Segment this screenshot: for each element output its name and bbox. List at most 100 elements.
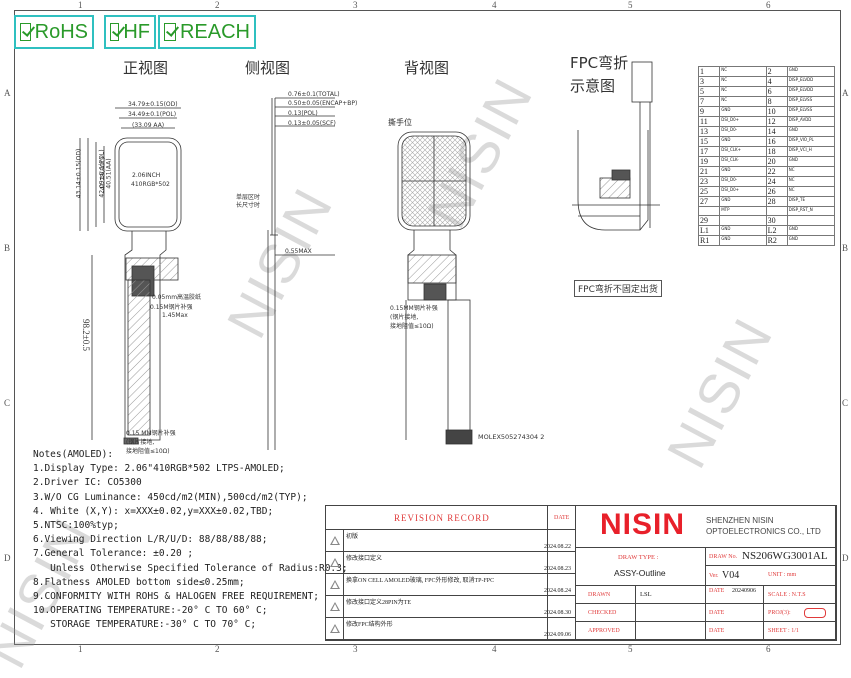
front-dim: 34.49±0.1(POL) [128,111,177,118]
pin-number: 18 [765,146,788,157]
fpc-note: FPC弯折不固定出货 [574,280,662,297]
notes-list: 1.Display Type: 2.06"410RGB*502 LTPS-AMO… [33,463,348,630]
draw-type-label: DRAW TYPE : [618,554,659,561]
revision-title: REVISION RECORD [394,513,490,523]
technical-drawing [79,61,660,450]
sheet-label: SHEET : 1/1 [768,628,799,634]
pin-signal: DISP_RST_N [786,206,836,216]
pin-signal: DSI_CLK+ [719,146,767,157]
pin-row: MTP DISP_RST_N [697,206,836,216]
drawing-frame [14,10,841,645]
zone-2: 2 [215,0,220,10]
pin-signal: DSI_D0- [719,176,767,187]
pin-signal: DSI_D0+ [719,116,767,127]
pin-signal: DISP_VIO_PL [786,136,836,147]
front-dim: 40.51(AA) [105,158,113,189]
pin-signal: DSI_D0+ [719,186,767,197]
company-name-line1: SHENZHEN NISIN [706,516,774,525]
revision-date-cell: 2024.09.06 [544,618,576,640]
pin-signal: GND [786,126,836,137]
revision-date: 2024.09.06 [544,632,571,638]
proj-cell: PROJ(3): [764,604,836,622]
pin-signal: GND [786,156,836,167]
back-dim: 接地阻值≤10Ω) [390,323,434,330]
pin-number: 30 [765,214,788,226]
date-cell-3: DATE [706,622,764,640]
pin-number: 25 [697,186,721,197]
checked-cell: CHECKED [576,604,636,622]
zone-6: 6 [766,0,771,10]
pin-signal: DISP_VCI_H [786,146,836,157]
pin-number: 22 [765,166,788,177]
zone-B-right: B [842,243,849,253]
pin-number: 6 [765,86,788,97]
note-line: 4. White (X,Y): x=XXX±0.02,y=XXX±0.02,TB… [33,505,274,517]
triangle-icon [330,580,340,589]
pin-signal: GND [719,234,767,246]
pin-signal: NC [719,76,767,87]
check-icon [164,23,176,41]
scale-cell: SCALE : N.T.S [764,586,836,604]
pin-signal: DISP_TE [786,196,836,207]
pin-signal: NC [719,66,767,77]
revision-date-cell: 2024.08.23 [544,552,576,574]
front-dim: 0.15 MM钢片补强 [126,430,176,437]
pin-signal: DISP_ELVSS [786,96,836,107]
note-line: 7.General Tolerance: ±0.20 ; [33,548,194,560]
draw-type-cell: DRAW TYPE : ASSY-Outline [576,548,706,586]
revision-date-cell: 2024.08.24 [544,574,576,596]
date-cell-2: DATE [706,604,764,622]
zone-1: 1 [78,0,83,10]
front-dim: 2.06INCH [132,172,161,179]
proj-label: PROJ(3): [768,610,791,616]
side-dim: 0.50±0.05(ENCAP+BP) [288,100,358,107]
revision-text: 修改接口定义28PIN为TE [346,600,411,606]
zone-4: 4 [492,0,497,10]
zone-A: A [4,88,11,98]
front-dim: 1.45Max [162,312,188,319]
revision-date: 2024.08.30 [544,610,571,616]
approved-label: APPROVED [588,628,620,634]
pin-number: 19 [697,156,721,167]
revision-header: REVISION RECORD [326,506,548,530]
pin-signal: NC [719,96,767,107]
triangle-icon [330,602,340,611]
reach-label: REACH [179,21,250,43]
tear-tab-label: 撕手位 [388,118,412,127]
note-line: 1.Display Type: 2.06"410RGB*502 LTPS-AMO… [33,463,285,475]
company-cell: NISIN SHENZHEN NISIN OPTOELECTRONICS CO.… [576,506,836,548]
pin-signal: GND [786,66,836,77]
pin-number: 15 [697,136,721,147]
zone-C: C [4,398,11,408]
zone-3-bottom: 3 [353,644,358,654]
pin-number: 13 [697,126,721,137]
pin-number: 17 [697,146,721,157]
pin-signal: DISP_AVDD [786,116,836,127]
pin-signal: MTP [719,206,767,216]
pin-signal: DSI_D0- [719,126,767,137]
pin-number: 24 [765,176,788,187]
unit-cell: UNIT : mm [764,566,836,586]
zone-D-right: D [842,553,849,563]
pin-number: 1 [697,66,721,77]
revision-marker [326,530,344,552]
pin-number: 7 [697,96,721,107]
pin-number: 11 [697,116,721,127]
back-view-title: 背视图 [404,59,450,77]
zone-A-right: A [842,88,849,98]
revision-marker [326,574,344,596]
pin-number: 10 [765,106,788,117]
side-dim: 0.76±0.1(TOTAL) [288,91,340,98]
zone-5-bottom: 5 [628,644,633,654]
revision-date-cell: 2024.08.22 [544,530,576,552]
pin-signal: DSI_CLK- [719,156,767,167]
pin-signal: NC [719,86,767,97]
